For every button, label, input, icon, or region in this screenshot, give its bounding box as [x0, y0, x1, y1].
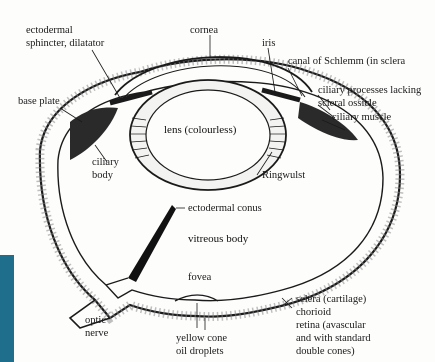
label-nerve: nerve	[85, 328, 109, 339]
label-vitreous-body: vitreous body	[188, 233, 249, 245]
label-ringwulst: Ringwulst	[262, 170, 305, 181]
label-ciliary-muscle: ciliary muscle	[332, 112, 392, 123]
label-base-plate: base plate	[18, 96, 60, 107]
label-scleral-ossicle: scleral ossicle	[318, 98, 377, 109]
label-ciliary: ciliary	[92, 157, 120, 168]
label-sphincter-dilatator: sphincter, dilatator	[26, 38, 105, 49]
label-sclera: sclera (cartilage)	[296, 294, 367, 305]
label-retina-standard: and with standard	[296, 333, 371, 344]
ciliary-body-left	[70, 108, 118, 160]
label-yellow-cone: yellow cone	[176, 333, 227, 344]
ectodermal-conus	[128, 205, 176, 282]
label-fovea: fovea	[188, 272, 212, 283]
label-ciliary-processes: ciliary processes lacking	[318, 85, 422, 96]
label-optic: optic	[85, 315, 106, 326]
label-canal-of-schlemm: canal of Schlemm (in sclera	[288, 56, 406, 67]
label-iris: iris	[262, 38, 275, 49]
optic-disc	[106, 278, 128, 285]
edge-accent-strip	[0, 255, 14, 362]
label-cornea: cornea	[190, 25, 218, 36]
label-oil-droplets: oil droplets	[176, 346, 224, 357]
label-lens: lens (colourless)	[164, 124, 237, 136]
label-retina: retina (avascular	[296, 320, 366, 331]
label-ectodermal-conus: ectodermal conus	[188, 203, 262, 214]
label-chorioid: chorioid	[296, 307, 332, 318]
label-double-cones: double cones)	[296, 346, 355, 357]
label-ectodermal: ectodermal	[26, 25, 73, 36]
label-body: body	[92, 170, 114, 181]
